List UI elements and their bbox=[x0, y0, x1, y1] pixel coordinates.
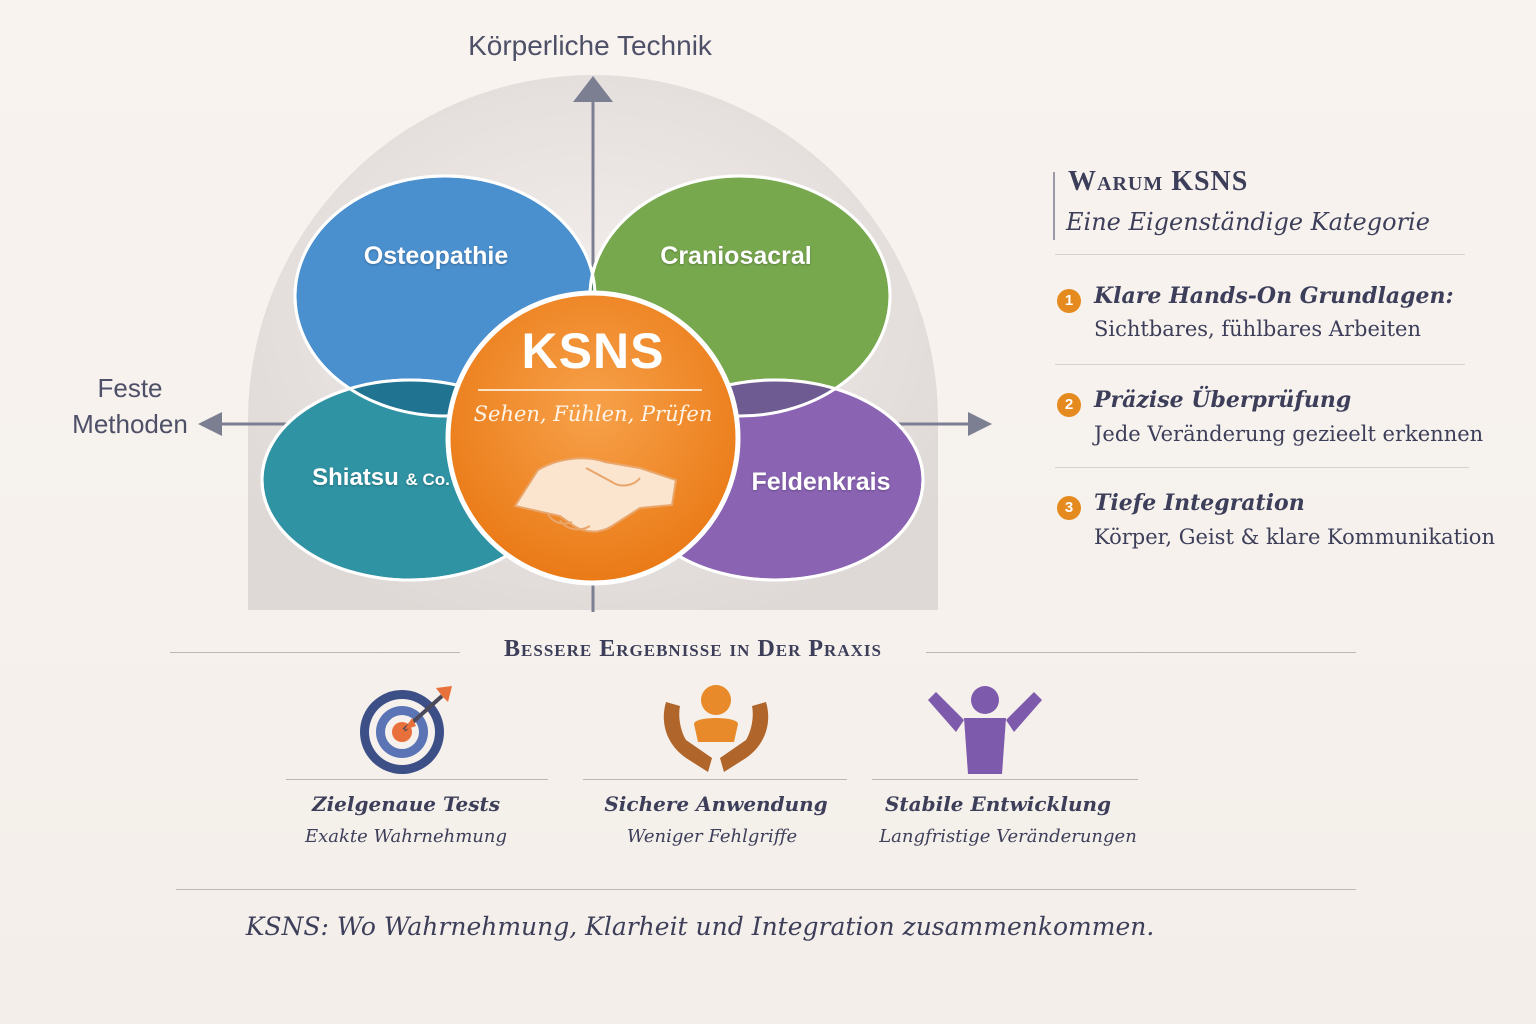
label-shiatsu: Shiatsu & Co. bbox=[286, 464, 476, 492]
axis-arrow-right-icon bbox=[968, 412, 992, 436]
why-item-desc-2: Jede Veränderung gezieelt erkennen bbox=[1094, 422, 1484, 446]
card-title-stabile-entwicklung: Stabile Entwicklung bbox=[884, 792, 1112, 816]
why-divider bbox=[1055, 254, 1465, 255]
why-divider bbox=[1055, 364, 1465, 365]
card-desc-exakte-wahrnehmung: Exakte Wahrnehmung bbox=[304, 826, 508, 847]
circle-ksns-center bbox=[445, 290, 741, 586]
footer-rule bbox=[176, 889, 1356, 890]
why-item-desc-1: Sichtbares, fühlbares Arbeiten bbox=[1094, 317, 1421, 341]
footer-tagline: KSNS: Wo Wahrnehmung, Klarheit und Integ… bbox=[245, 912, 1155, 941]
label-shiatsu-main: Shiatsu bbox=[312, 464, 399, 491]
raised-arms-person-icon bbox=[928, 686, 1042, 774]
why-title: Warum KSNS bbox=[1068, 166, 1249, 197]
axis-label-feste-methoden: Feste Methoden bbox=[72, 373, 188, 439]
caring-hands-icon bbox=[663, 685, 769, 772]
card-desc-langfristige-veraenderungen: Langfristige Veränderungen bbox=[879, 826, 1137, 847]
label-feldenkrais: Feldenkrais bbox=[751, 468, 891, 496]
results-rule-right bbox=[926, 652, 1356, 653]
label-osteopathie: Osteopathie bbox=[363, 242, 509, 270]
axis-arrow-up-icon bbox=[573, 76, 613, 102]
card-title-sichere-anwendung: Sichere Anwendung bbox=[604, 792, 828, 816]
label-shiatsu-suffix: & Co. bbox=[405, 470, 450, 489]
number-badge-1: 1 bbox=[1057, 289, 1081, 313]
why-divider bbox=[1055, 467, 1469, 468]
card-title-zielgenaue-tests: Zielgenaue Tests bbox=[311, 792, 501, 816]
card-rule bbox=[583, 779, 847, 780]
number-badge-2: 2 bbox=[1057, 393, 1081, 417]
center-title: KSNS bbox=[521, 323, 665, 379]
axis-arrow-left-icon bbox=[198, 412, 222, 436]
target-icon bbox=[360, 686, 452, 774]
why-item-title-2: Präzise Überprüfung bbox=[1094, 387, 1352, 413]
why-accent-bar bbox=[1053, 172, 1055, 240]
card-desc-weniger-fehlgriffe: Weniger Fehlgriffe bbox=[626, 826, 798, 847]
card-rule bbox=[872, 779, 1138, 780]
results-rule-left bbox=[170, 652, 460, 653]
card-rule bbox=[286, 779, 548, 780]
why-item-desc-3: Körper, Geist & klare Kommunikation bbox=[1094, 525, 1495, 549]
why-item-title-1: Klare Hands-On Grundlagen: bbox=[1094, 283, 1454, 309]
center-subtitle: Sehen, Fühlen, Prüfen bbox=[473, 402, 713, 426]
results-title: Bessere Ergebnisse in Der Praxis bbox=[504, 636, 882, 662]
why-item-title-3: Tiefe Integration bbox=[1094, 490, 1305, 516]
number-badge-3: 3 bbox=[1057, 496, 1081, 520]
handshake-icon bbox=[513, 457, 678, 533]
label-craniosacral: Craniosacral bbox=[660, 242, 812, 270]
axis-label-koerperliche-technik: Körperliche Technik bbox=[468, 30, 712, 61]
why-subtitle: Eine Eigenständige Kategorie bbox=[1066, 208, 1430, 236]
